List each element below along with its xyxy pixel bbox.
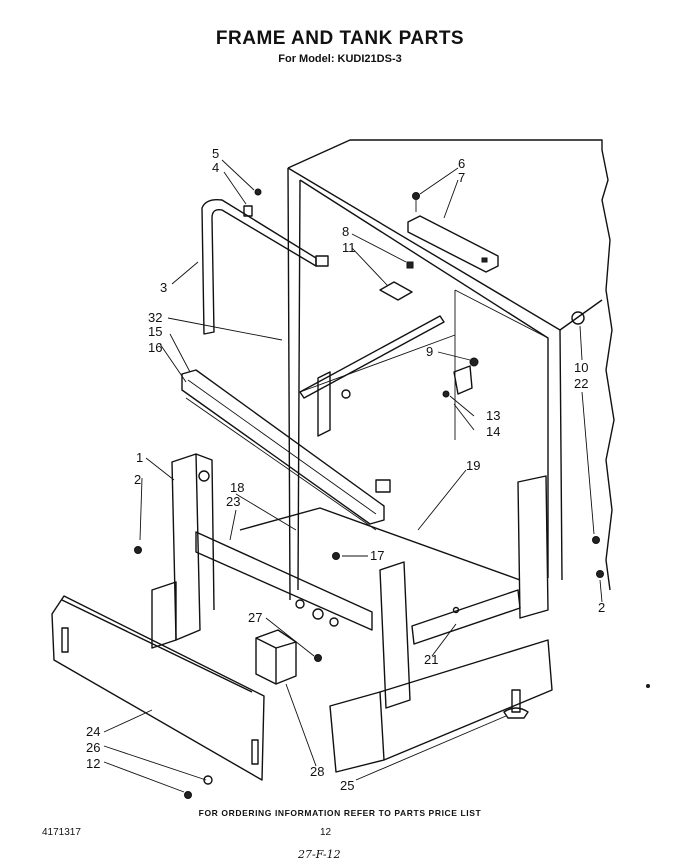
model-subtitle: For Model: KUDI21DS-3 [278, 53, 402, 65]
callout-3: 3 [160, 280, 167, 295]
callout-4: 4 [212, 160, 219, 175]
callout-8: 8 [342, 224, 349, 239]
callout-27: 27 [248, 610, 262, 625]
callout-15: 15 [148, 324, 162, 339]
handwritten-note: 27-F-12 [298, 848, 341, 861]
callout-7: 7 [458, 170, 465, 185]
junction-box [255, 629, 297, 685]
callout-17: 17 [370, 548, 384, 563]
right-bracket [442, 311, 585, 398]
ordering-note: FOR ORDERING INFORMATION REFER TO PARTS … [198, 808, 482, 818]
top-rail [201, 188, 329, 335]
callout-26: 26 [86, 740, 100, 755]
callout-22: 22 [574, 376, 588, 391]
base-frame [151, 453, 553, 773]
callout-labels: 5 4 3 32 15 16 1 2 18 23 24 26 12 6 7 8 … [86, 146, 605, 793]
leveling-leg [503, 689, 529, 719]
callout-24: 24 [86, 724, 100, 739]
callout-28: 28 [310, 764, 324, 779]
callout-21: 21 [424, 652, 438, 667]
callout-10: 10 [574, 360, 588, 375]
toe-plate [51, 595, 265, 781]
screw-group [134, 536, 604, 799]
callout-9: 9 [426, 344, 433, 359]
callout-2-left: 2 [134, 472, 141, 487]
callout-14: 14 [486, 424, 500, 439]
callout-25: 25 [340, 778, 354, 793]
page-number: 12 [320, 827, 332, 838]
document-number: 4171317 [42, 827, 81, 838]
front-channel [181, 369, 391, 531]
tank-outline [287, 139, 615, 601]
callout-16: 16 [148, 340, 162, 355]
callout-11: 11 [342, 240, 356, 255]
callout-2-right: 2 [598, 600, 605, 615]
page-title: FRAME AND TANK PARTS [215, 28, 465, 49]
rear-rail [299, 315, 445, 437]
callout-13: 13 [486, 408, 500, 423]
callout-5: 5 [212, 146, 219, 161]
callout-32: 32 [148, 310, 162, 325]
callout-1: 1 [136, 450, 143, 465]
callout-6: 6 [458, 156, 465, 171]
tank-tab [379, 261, 414, 301]
callout-12: 12 [86, 756, 100, 771]
hinge-bracket [407, 192, 499, 273]
callout-19: 19 [466, 458, 480, 473]
callout-23: 23 [226, 494, 240, 509]
callout-18: 18 [230, 480, 244, 495]
leader-lines [103, 159, 603, 793]
